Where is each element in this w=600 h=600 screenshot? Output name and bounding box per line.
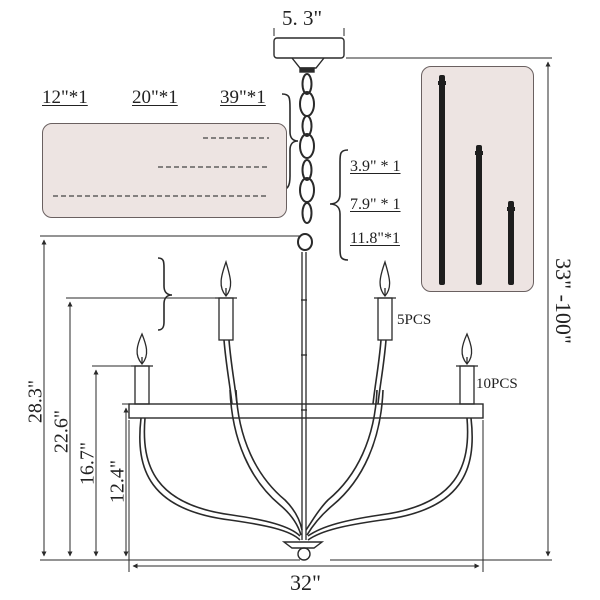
height-dimension-lines bbox=[40, 235, 300, 561]
height-label-16-7: 16.7" bbox=[76, 441, 99, 486]
main-chain bbox=[297, 73, 315, 251]
overall-height-label: 33" -100" bbox=[551, 258, 576, 344]
center-rod bbox=[301, 252, 307, 540]
chain-bracket bbox=[279, 93, 299, 191]
canopy-dimension-line bbox=[273, 28, 345, 36]
candle-right-upper bbox=[374, 259, 396, 341]
upper-lights-count: 5PCS bbox=[397, 312, 432, 328]
rod-options-panel bbox=[421, 66, 534, 292]
bottom-finial bbox=[281, 541, 325, 561]
chain-options-panel bbox=[42, 123, 287, 218]
candle-left-lower bbox=[131, 332, 153, 405]
upper-arms bbox=[223, 339, 387, 405]
height-label-28-3: 28.3" bbox=[24, 379, 47, 424]
canopy-width-label: 5. 3" bbox=[282, 6, 323, 30]
chain-label-20: 20"*1 bbox=[132, 87, 178, 108]
rod-label-7-9: 7.9" * 1 bbox=[350, 196, 401, 213]
rod-label-11-8: 11.8"*1 bbox=[350, 230, 400, 247]
frame-ring bbox=[128, 403, 484, 419]
rod-label-3-9: 3.9" * 1 bbox=[350, 158, 401, 175]
height-label-22-6: 22.6" bbox=[50, 409, 73, 454]
canopy bbox=[273, 37, 345, 73]
lower-arms bbox=[139, 389, 473, 541]
rod-samples bbox=[438, 75, 515, 285]
chain-label-39: 39"*1 bbox=[220, 87, 266, 108]
overall-height-dimension-line bbox=[330, 57, 552, 561]
height-label-12-4: 12.4" bbox=[106, 459, 129, 504]
chain-samples bbox=[53, 137, 269, 197]
candle-left-upper bbox=[215, 259, 237, 341]
upper-lights-bracket bbox=[157, 257, 173, 331]
lower-lights-count: 10PCS bbox=[476, 376, 518, 392]
chain-label-12: 12"*1 bbox=[42, 87, 88, 108]
total-width-label: 32" bbox=[290, 570, 321, 595]
rod-bracket bbox=[329, 149, 349, 261]
width-dimension-line bbox=[128, 420, 484, 572]
candle-right-lower bbox=[456, 332, 478, 405]
